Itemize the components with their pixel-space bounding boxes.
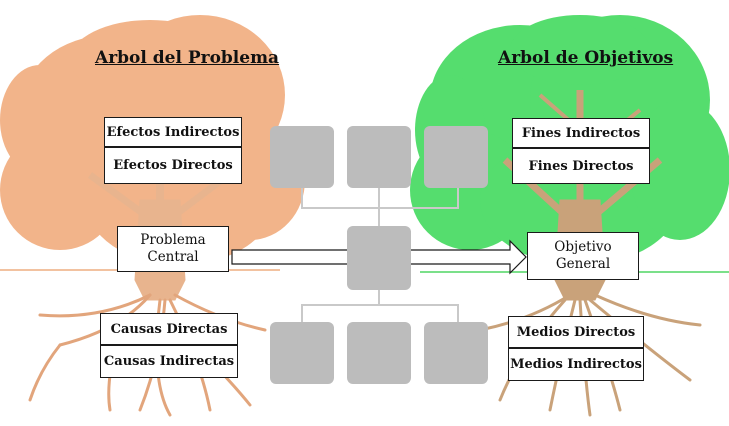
effects-indirect-label: Efectos Indirectos: [106, 124, 240, 140]
ends-direct-label: Fines Directos: [528, 158, 634, 174]
effects-indirect-box: Efectos Indirectos: [104, 117, 242, 147]
general-objective-line1: Objetivo: [554, 239, 612, 255]
causes-direct-box: Causas Directas: [100, 313, 238, 345]
effects-direct-box: Efectos Directos: [104, 147, 242, 184]
ends-indirect-label: Fines Indirectos: [521, 125, 641, 141]
ends-direct-box: Fines Directos: [512, 148, 650, 184]
general-objective-box: Objetivo General: [527, 232, 639, 280]
central-problem-line2: Central: [147, 249, 199, 265]
objective-tree-title: Arbol de Objetivos: [498, 48, 674, 68]
means-indirect-box: Medios Indirectos: [508, 348, 644, 381]
means-direct-box: Medios Directos: [508, 316, 644, 348]
causes-direct-label: Causas Directas: [110, 321, 228, 337]
center-bottom-box-3: [424, 322, 488, 384]
general-objective-line2: General: [555, 256, 611, 272]
effects-direct-label: Efectos Directos: [113, 158, 233, 173]
means-direct-label: Medios Directos: [516, 324, 636, 340]
center-bottom-box-2: [347, 322, 411, 384]
problem-tree-title: Arbol del Problema: [95, 48, 280, 68]
center-top-box-1: [270, 126, 334, 188]
central-problem-box: Problema Central: [117, 226, 229, 272]
center-middle-box: [347, 226, 411, 290]
center-connectors: [301, 188, 459, 322]
causes-indirect-box: Causas Indirectas: [100, 345, 238, 378]
causes-indirect-label: Causas Indirectas: [103, 354, 235, 369]
means-indirect-label: Medios Indirectos: [510, 357, 642, 372]
center-top-box-2: [347, 126, 411, 188]
central-problem-line1: Problema: [140, 232, 206, 248]
center-top-box-3: [424, 126, 488, 188]
ends-indirect-box: Fines Indirectos: [512, 118, 650, 148]
center-bottom-box-1: [270, 322, 334, 384]
